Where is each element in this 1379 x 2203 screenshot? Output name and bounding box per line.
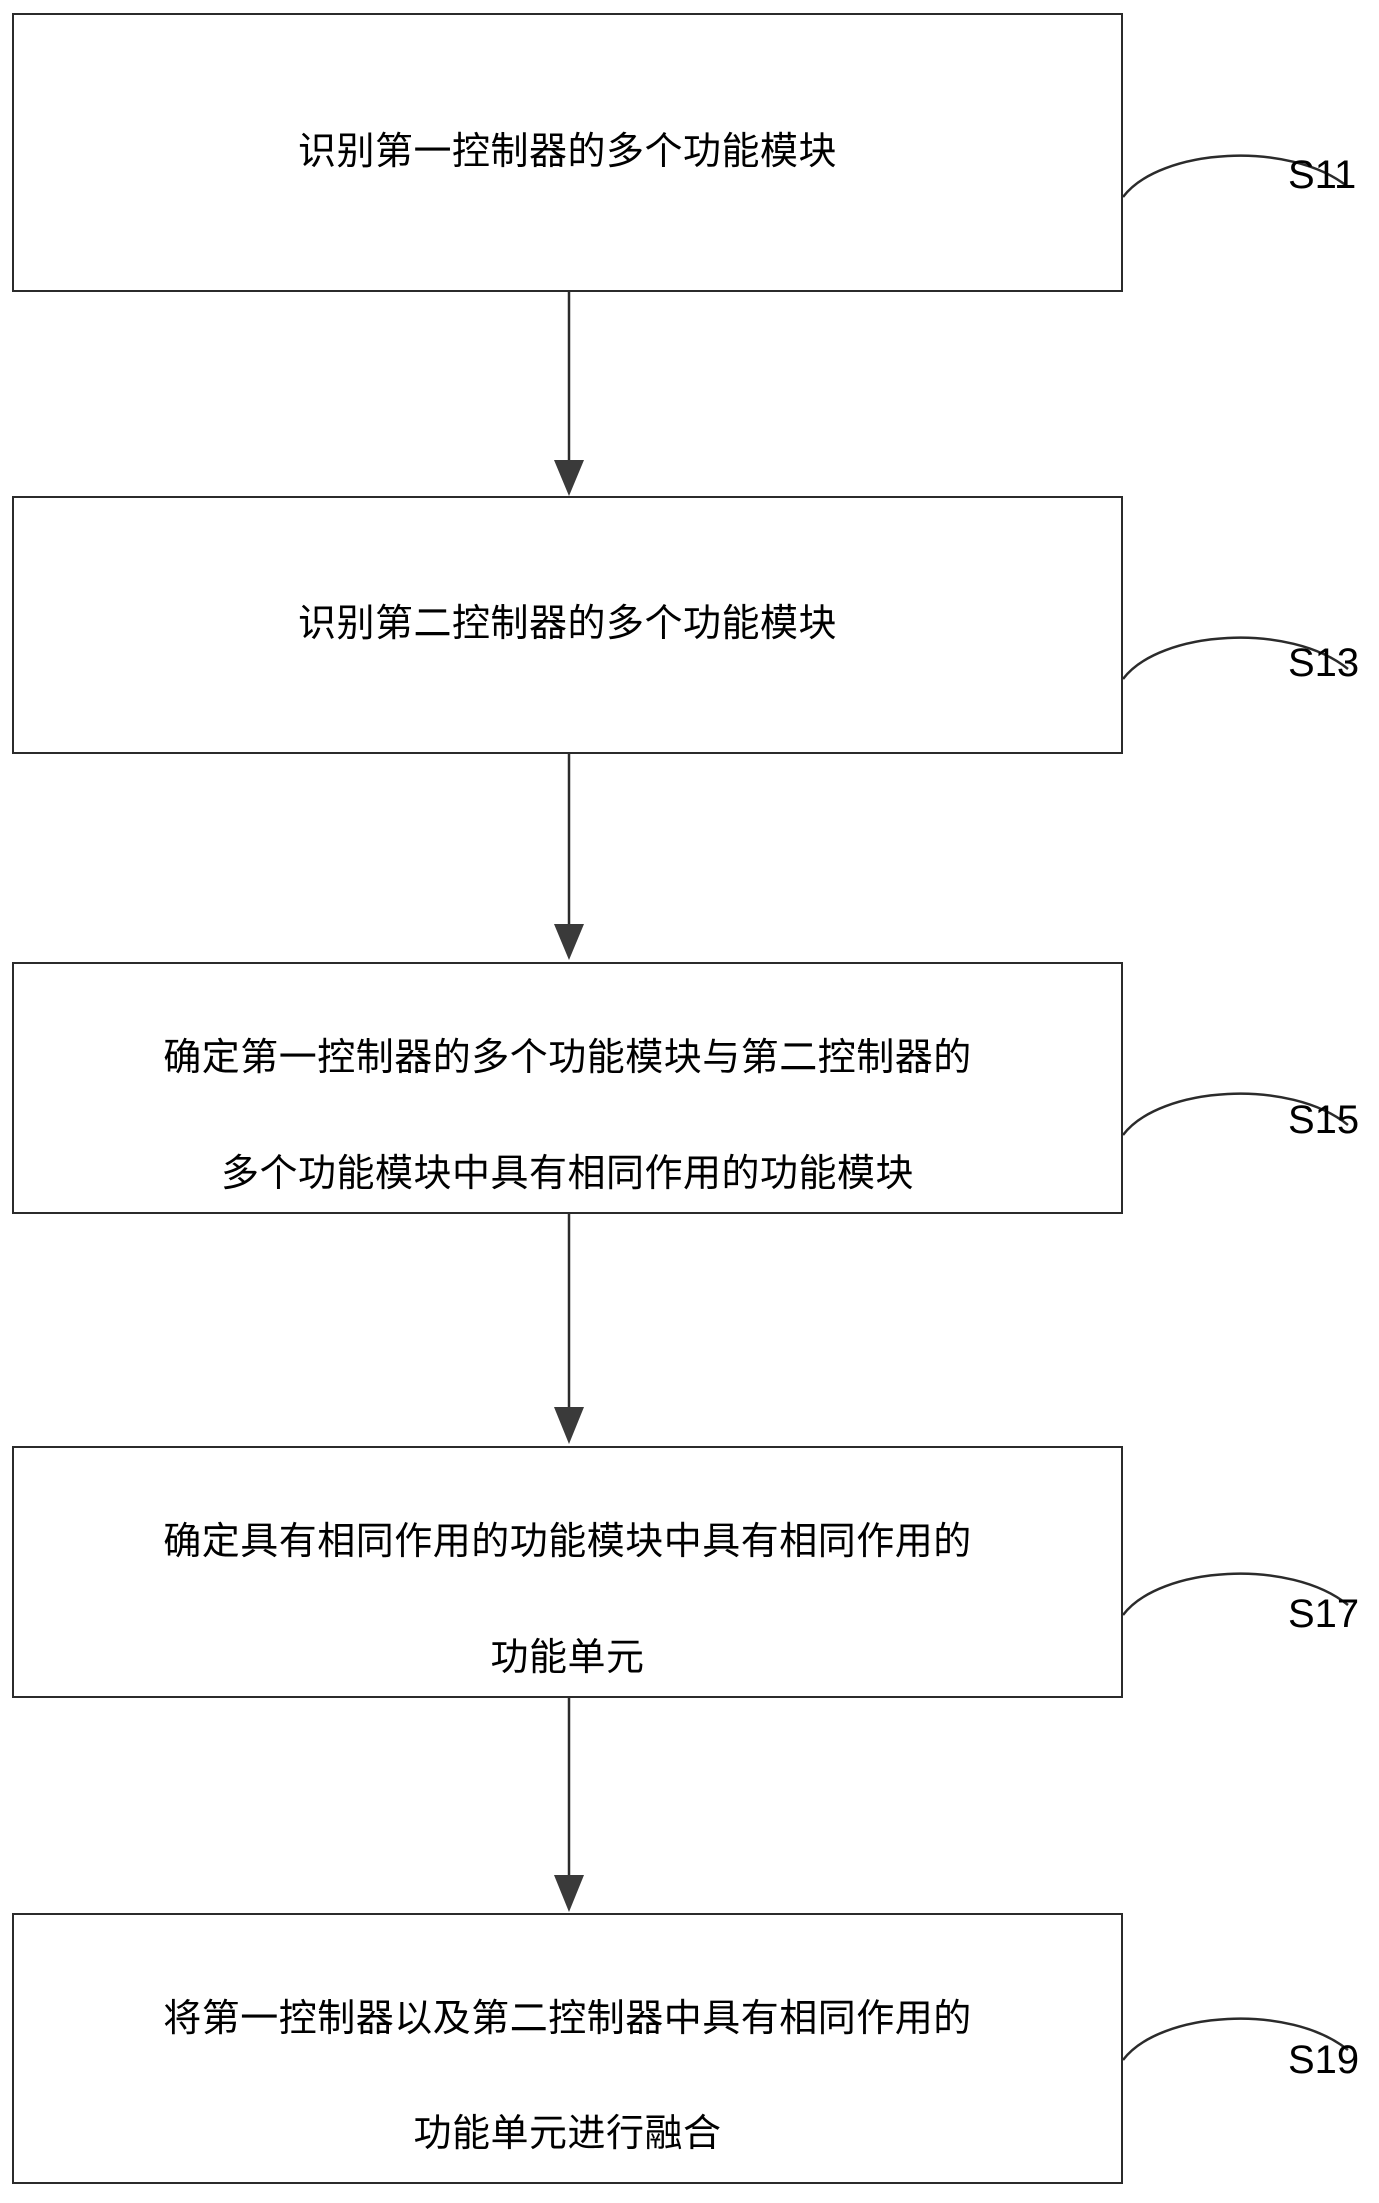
flowchart-step-box-s13[interactable]: 识别第二控制器的多个功能模块 <box>12 496 1123 754</box>
flowchart-step-line-2-s15: 多个功能模块中具有相同作用的功能模块 <box>220 1152 914 1195</box>
flowchart-step-text-s11: 识别第一控制器的多个功能模块 <box>297 130 837 173</box>
flowchart-step-box-s11[interactable]: 识别第一控制器的多个功能模块 <box>12 13 1123 292</box>
flowchart-step-line-2-s17: 功能单元 <box>490 1636 645 1679</box>
flowchart-step-box-s19[interactable]: 将第一控制器以及第二控制器中具有相同作用的 功能单元进行融合 <box>12 1913 1123 2184</box>
flowchart-step-text-s15: 确定第一控制器的多个功能模块与第二控制器的 多个功能模块中具有相同作用的功能模块 <box>145 973 990 1204</box>
flowchart-connector-s13-s15 <box>554 754 584 960</box>
flowchart-connector-s15-s17 <box>554 1214 584 1444</box>
flowchart-step-label-s19: S19 <box>1288 2038 1360 2082</box>
flowchart-step-line-1-s15: 确定第一控制器的多个功能模块与第二控制器的 <box>163 1037 972 1080</box>
flowchart-step-text-s19: 将第一控制器以及第二控制器中具有相同作用的 功能单元进行融合 <box>145 1933 990 2164</box>
flowchart-step-line-1-s19: 将第一控制器以及第二控制器中具有相同作用的 <box>163 1997 972 2040</box>
flowchart-step-label-s17: S17 <box>1288 1592 1360 1636</box>
flowchart-step-label-s13: S13 <box>1288 641 1360 685</box>
flowchart-step-text-s17: 确定具有相同作用的功能模块中具有相同作用的 功能单元 <box>145 1457 990 1688</box>
flowchart-step-line-2-s19: 功能单元进行融合 <box>413 2113 722 2156</box>
flowchart-step-line-1-s17: 确定具有相同作用的功能模块中具有相同作用的 <box>163 1521 972 1564</box>
flowchart-step-label-s15: S15 <box>1288 1098 1360 1142</box>
flowchart-connector-s11-s13 <box>554 290 584 496</box>
flowchart-step-text-s13: 识别第二控制器的多个功能模块 <box>297 603 837 646</box>
flowchart-step-label-s11: S11 <box>1288 153 1357 197</box>
flowchart-step-box-s17[interactable]: 确定具有相同作用的功能模块中具有相同作用的 功能单元 <box>12 1446 1123 1698</box>
flowchart-step-box-s15[interactable]: 确定第一控制器的多个功能模块与第二控制器的 多个功能模块中具有相同作用的功能模块 <box>12 962 1123 1214</box>
flowchart-connector-s17-s19 <box>554 1698 584 1912</box>
